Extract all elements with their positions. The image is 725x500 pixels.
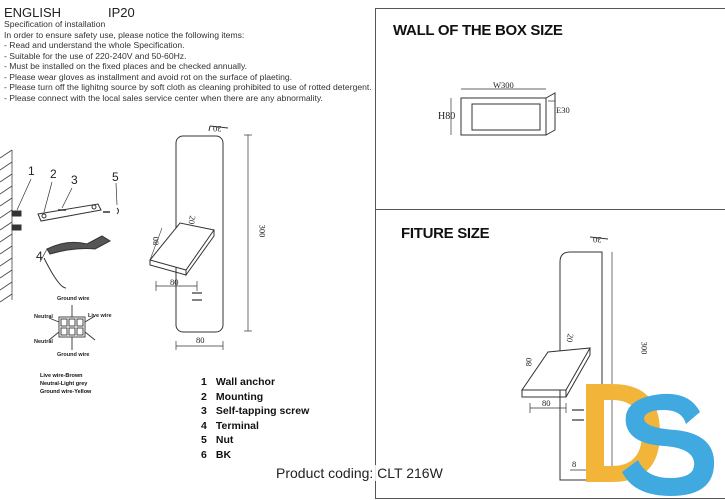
ip-rating: IP20 — [108, 5, 135, 20]
parts-legend: 1 Wall anchor 2 Mounting 3 Self-tapping … — [201, 375, 309, 462]
spec-line: - Suitable for the use of 220-240V and 5… — [4, 50, 187, 61]
legend-num: 3 — [201, 405, 207, 417]
spec-title: Specification of installation — [4, 19, 106, 29]
ground-wire-label: Ground wire — [57, 352, 90, 358]
wire-key-item: Ground wire-Yellow — [40, 389, 92, 395]
legend-label: BK — [215, 448, 232, 461]
box-size-drawing — [450, 88, 556, 136]
neutral-label: Neutral — [34, 314, 53, 320]
ground-wire-label: Ground wire — [57, 296, 90, 302]
callout-2: 2 — [50, 167, 57, 181]
terminal-wiring — [48, 305, 96, 350]
box-width-dim: W300 — [493, 80, 514, 90]
spec-line: - Please turn off the lighitng source by… — [4, 82, 372, 92]
legend-label: Terminal — [215, 419, 259, 432]
wire-key-item: Neutral-Light grey — [40, 381, 88, 387]
spec-line: In order to ensure safety use, please no… — [4, 29, 245, 40]
legend-item: 5 Nut — [201, 433, 309, 448]
legend-label: Self-tapping screw — [215, 405, 310, 417]
callout-3: 3 — [71, 173, 78, 187]
legend-num: 2 — [201, 390, 207, 403]
box-size-title: WALL OF THE BOX SIZE — [393, 22, 563, 39]
legend-label: Wall anchor — [215, 376, 276, 388]
fixture-size-drawing — [521, 236, 613, 481]
spec-line: - Please wear gloves as installment and … — [4, 71, 293, 82]
wire-key-item: Live wire-Brown — [40, 373, 83, 379]
box-height-dim: H80 — [438, 111, 456, 122]
fixture-head-width-dim: 80 — [542, 398, 551, 408]
product-coding: Product coding: CLT 216W — [276, 465, 443, 481]
legend-item: 6 BK — [201, 448, 309, 463]
specification-block: Specification of installation In order t… — [4, 19, 372, 103]
legend-item: 2 Mounting — [201, 390, 309, 405]
legend-num: 4 — [201, 419, 207, 432]
wire-color-key: Live wire-Brown Neutral-Light grey Groun… — [40, 372, 91, 396]
legend-item: 1 Wall anchor — [201, 375, 309, 390]
left-fixture-drawing — [149, 125, 252, 350]
live-wire-label: Live wire — [88, 313, 112, 319]
mounting-parts — [11, 178, 119, 289]
language-label: ENGLISH — [4, 5, 62, 20]
spec-line: - Please connect with the local sales se… — [4, 92, 323, 103]
fixture-size-panel — [375, 208, 725, 499]
fixture-base-dim: 8 — [572, 459, 577, 469]
legend-num: 6 — [201, 448, 207, 461]
callout-5: 5 — [112, 170, 119, 184]
legend-num: 5 — [201, 434, 207, 446]
legend-item: 3 Self-tapping screw — [201, 404, 309, 419]
head-width-dim: 80 — [170, 277, 179, 287]
legend-num: 1 — [201, 376, 207, 388]
box-depth-dim: E30 — [556, 105, 570, 115]
base-width-dim: 80 — [196, 335, 205, 345]
wall-hatch — [0, 149, 13, 303]
box-size-panel — [375, 8, 725, 210]
callout-4: 4 — [36, 249, 43, 263]
spec-line: - Read and understand the whole Specific… — [4, 40, 185, 50]
spec-line: - Must be installed on the fixed places … — [4, 61, 248, 71]
legend-label: Nut — [215, 434, 234, 446]
legend-item: 4 Terminal — [201, 419, 309, 434]
legend-label: Mounting — [215, 390, 264, 403]
fixture-size-title: FITURE SIZE — [401, 225, 490, 242]
callout-1: 1 — [28, 164, 35, 178]
neutral-label: Neutral — [34, 339, 53, 345]
